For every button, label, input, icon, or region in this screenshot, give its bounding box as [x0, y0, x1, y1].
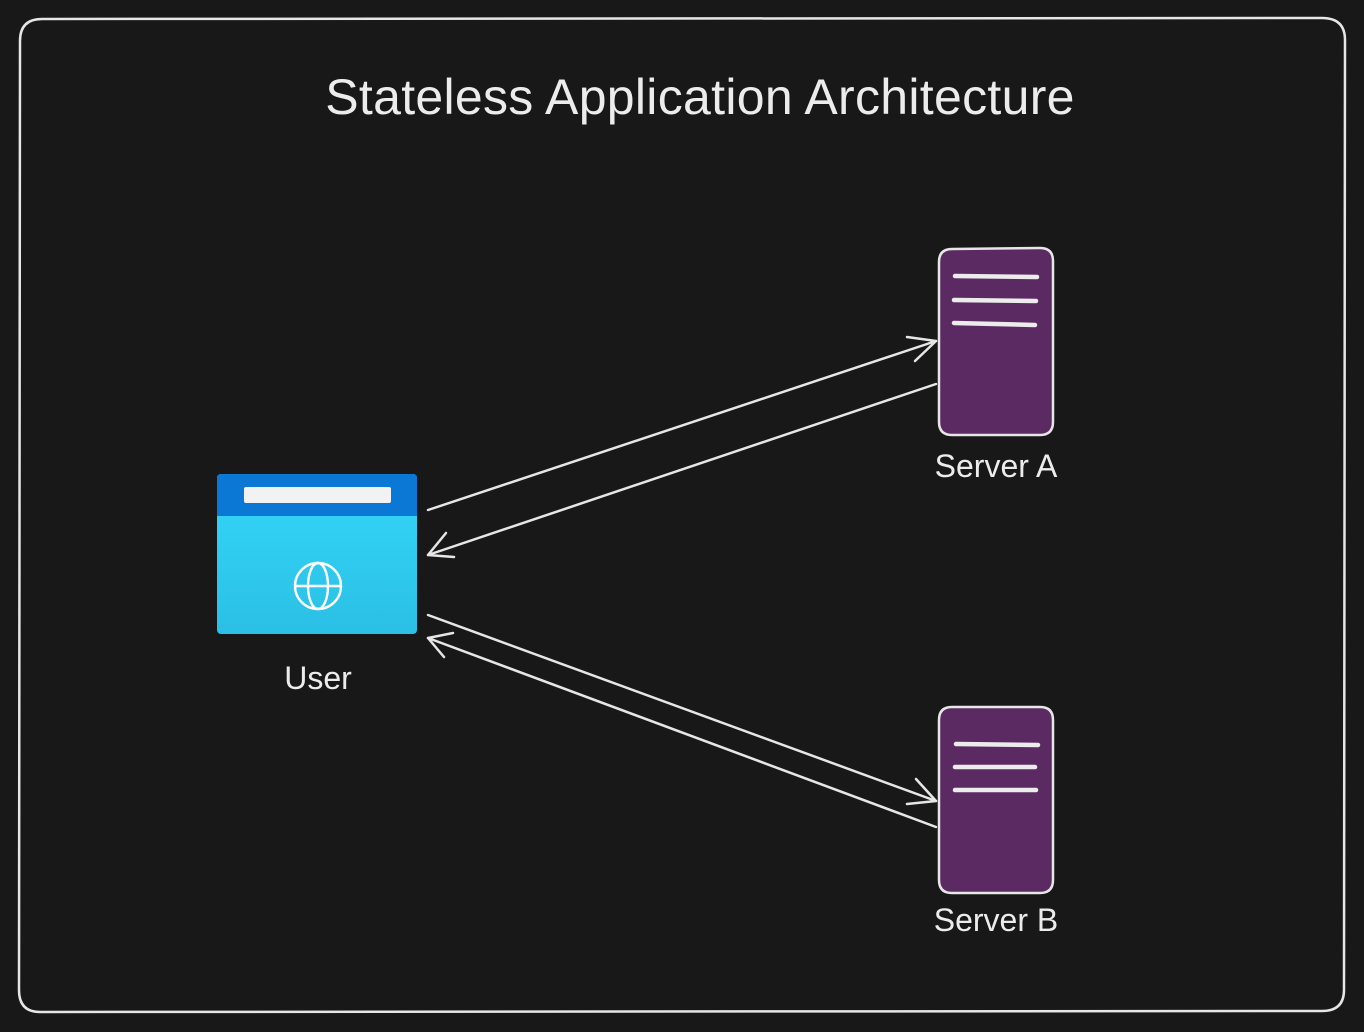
server-b-label: Server B — [933, 902, 1059, 938]
server-a-label: Server A — [934, 448, 1058, 484]
diagram-frame — [17, 16, 1347, 1014]
arrow-server-a-to-user — [426, 382, 938, 559]
arrow-server-b-to-user — [426, 631, 938, 829]
arrow-user-to-server-b — [426, 613, 938, 806]
user-label: User — [284, 660, 352, 696]
server-a-icon — [937, 246, 1055, 437]
globe-icon — [293, 561, 343, 611]
browser-globe-icon — [217, 474, 417, 634]
arrow-user-to-server-a — [426, 335, 938, 512]
server-b-icon — [937, 705, 1055, 895]
diagram-title: Stateless Application Architecture — [325, 69, 1075, 125]
